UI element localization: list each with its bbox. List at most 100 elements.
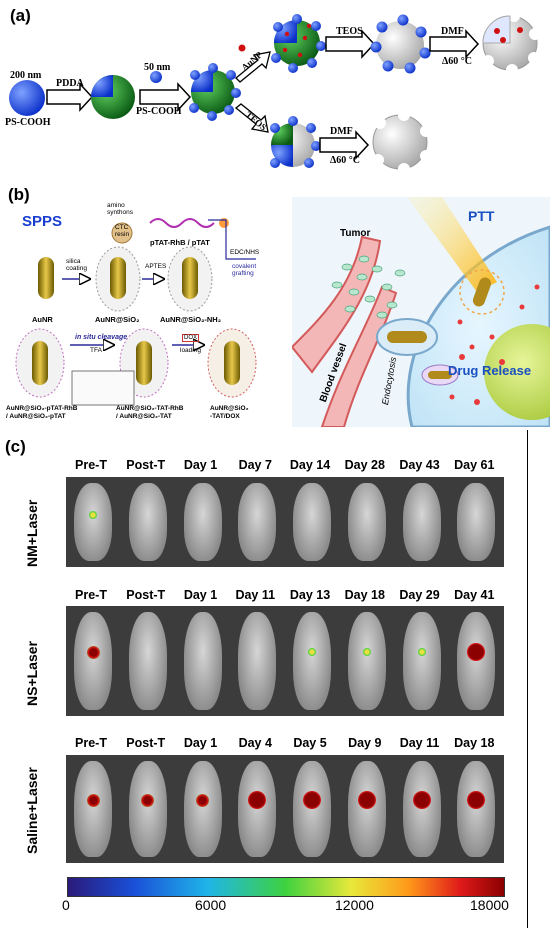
pdda-coated-sphere [91, 75, 135, 119]
mouse-image [238, 761, 277, 857]
colorbar-tick-18000: 18000 [470, 897, 509, 913]
timepoint-label: Day 61 [454, 458, 495, 472]
hollow-sphere-upper [482, 10, 541, 76]
timepoint-label: Day 43 [399, 458, 440, 472]
timepoint-label: Post-T [126, 736, 166, 750]
silica-coating-label: silica coating [66, 258, 87, 272]
mouse-image [457, 761, 496, 857]
teos-arrow-lower [234, 103, 269, 133]
hollow-sphere-lower [372, 109, 432, 175]
ps-cooh-arrow [139, 82, 192, 112]
label-teos-upper: TEOS [336, 26, 363, 37]
tfa-label: TFA [90, 347, 102, 354]
tumor-signal-spot [303, 791, 321, 810]
aptes-label: APTES [145, 263, 167, 270]
timepoint-label: Post-T [126, 458, 166, 472]
mouse-image [183, 761, 222, 857]
timepoint-label: Day 29 [399, 588, 440, 602]
edc-label: EDC/NHS [230, 249, 260, 256]
timepoint-label: Post-T [126, 588, 166, 602]
tumor-signal-spot [412, 791, 431, 810]
covalent-label: covalent grafting [232, 263, 257, 277]
timepoint-label: Day 13 [289, 588, 331, 602]
tumor-label: Tumor [340, 228, 371, 239]
mouse-image [402, 612, 441, 710]
row-label-1: NS+Laser [24, 641, 40, 706]
mouse-image [293, 483, 331, 561]
loading-label: loading [180, 347, 201, 354]
colorbar-tick-0: 0 [62, 897, 70, 913]
mouse-image [402, 483, 441, 561]
label-ps-cooh-1: PS-COOH [5, 117, 51, 128]
tumor-signal-spot [467, 791, 486, 810]
timepoint-label: Day 14 [289, 458, 331, 472]
mouse-image [347, 483, 386, 561]
timepoint-label: Day 18 [344, 588, 385, 602]
drug-release-label: Drug Release [448, 363, 532, 378]
timepoint-label: Pre-T [75, 458, 107, 472]
panel-c-label: (c) [5, 437, 26, 456]
panel-a-label: (a) [10, 6, 31, 25]
mouse-image [128, 483, 167, 561]
tumor-signal-spot [141, 793, 155, 807]
timepoint-label: Day 18 [454, 736, 495, 750]
ptat-label: pTAT-RhB / pTAT [150, 238, 210, 247]
small-ps-sphere [150, 71, 162, 83]
label-dmf-lower: DMF [330, 126, 353, 137]
mouse-image [183, 483, 222, 561]
aunp-arrow [235, 51, 271, 83]
timepoint-label: Pre-T [75, 588, 107, 602]
row-label-2: Saline+Laser [24, 767, 40, 854]
mouse-image [457, 612, 496, 710]
timepoint-label: Day 1 [183, 588, 218, 602]
silica-coated-sphere-upper [370, 14, 431, 74]
cell-uptake-illustration [292, 197, 550, 427]
timepoint-label: Pre-T [75, 736, 107, 750]
row-label-0: NM+Laser [24, 499, 40, 567]
mouse-image [74, 483, 112, 561]
tumor-signal-spot [357, 791, 376, 810]
silica-coated-sphere-lower [270, 116, 321, 168]
mouse-image [238, 612, 277, 710]
tumor-signal-spot [86, 645, 100, 659]
synthesis-scheme-diagram [9, 10, 541, 175]
aunr-sio2-nh2-label: AuNR@SiO₂-NH₂ [160, 315, 222, 324]
mouse-image [74, 761, 112, 857]
mouse-image [293, 612, 331, 710]
aunp-decorated-sphere [271, 14, 326, 73]
teos-arrow-upper [325, 29, 376, 59]
mouse-image [183, 612, 222, 710]
aunr-sio2-label: AuNR@SiO₂ [95, 315, 140, 324]
mouse-image [457, 483, 496, 561]
label-pdda: PDDA [56, 78, 84, 89]
mouse-image [128, 761, 167, 857]
colorbar-tick-12000: 12000 [335, 897, 374, 913]
timepoint-label: Day 5 [293, 736, 327, 750]
dmf-arrow-upper [429, 29, 480, 59]
timepoint-label: Day 1 [183, 736, 218, 750]
label-temp-lower: Δ60 °C [330, 155, 360, 166]
aunp-dot [238, 44, 246, 52]
aunr-synthesis-diagram [15, 218, 257, 406]
label-200nm: 200 nm [10, 70, 42, 81]
right-divider [527, 430, 528, 928]
dmf-arrow-lower [319, 130, 370, 160]
timepoint-label: Day 9 [348, 736, 382, 750]
colorbar [67, 877, 505, 897]
timepoint-label: Day 28 [344, 458, 385, 472]
colorbar-tick-6000: 6000 [195, 897, 227, 913]
tumor-signal-spot [467, 643, 486, 662]
mouse-image [128, 612, 167, 710]
mid-product-label: AuNR@SiO₂-TAT-RhB / AuNR@SiO₂-TAT [116, 405, 184, 420]
timepoint-label: Day 4 [238, 736, 272, 750]
tumor-signal-spot [196, 793, 209, 807]
label-dmf-upper: DMF [441, 26, 464, 37]
label-50nm: 50 nm [144, 62, 171, 73]
ptt-label: PTT [468, 208, 495, 224]
pdda-arrow [46, 82, 94, 112]
right-product-label: AuNR@SiO₂ -TAT/DOX [210, 405, 249, 420]
left-product-label: AuNR@SiO₂-pTAT-RhB / AuNR@SiO₂-pTAT [6, 405, 78, 420]
raspberry-sphere [189, 63, 241, 121]
ps-sphere-200nm [9, 80, 45, 116]
timepoint-label: Day 41 [454, 588, 495, 602]
